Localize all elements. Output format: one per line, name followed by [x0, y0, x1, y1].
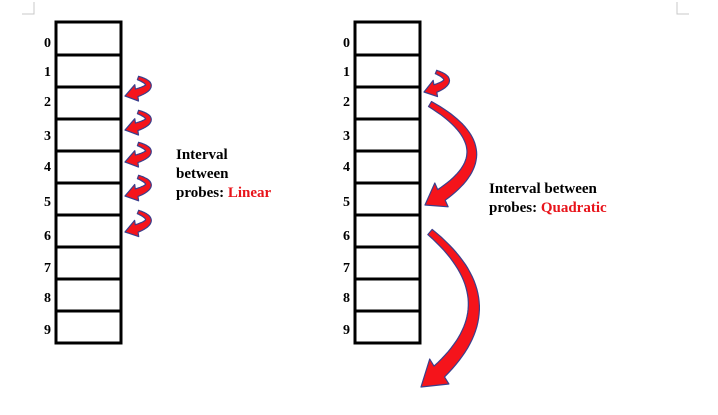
- corner-mark-right: [676, 2, 689, 15]
- right-index-label: 6: [343, 229, 350, 244]
- left-slot-9: [54, 309, 123, 345]
- right-index-label: 1: [343, 65, 350, 80]
- left-index-label: 7: [44, 261, 51, 276]
- linear-arrow-2-3: [124, 109, 152, 136]
- right-index-label: 9: [343, 323, 350, 338]
- right-slot-1: [353, 53, 422, 89]
- linear-caption-line3: probes: Linear: [176, 184, 271, 203]
- quadratic-caption-kind: Quadratic: [540, 200, 607, 216]
- linear-probe-arrows: [124, 75, 152, 238]
- left-slot-8: [54, 277, 123, 313]
- linear-arrow-1-2: [124, 75, 152, 102]
- linear-arrow-4-5: [124, 174, 152, 202]
- quadratic-arrow-1-2: [423, 69, 451, 98]
- quadratic-caption: Interval between probes: Quadratic: [489, 180, 607, 218]
- quadratic-probe-arrows: [420, 69, 480, 388]
- right-index-label: 2: [343, 95, 350, 110]
- left-index-label: 1: [44, 65, 51, 80]
- left-index-label: 9: [44, 323, 51, 338]
- quadratic-caption-prefix: probes:: [489, 200, 541, 216]
- left-slot-2: [54, 85, 123, 121]
- left-index-labels: 0 1 2 3 4 5 6 7 8 9: [44, 36, 51, 338]
- right-slot-6: [353, 213, 422, 249]
- right-index-label: 7: [343, 261, 350, 276]
- right-index-label: 8: [343, 291, 350, 306]
- corner-mark-left: [22, 2, 35, 15]
- left-slot-0: [54, 20, 123, 57]
- left-index-label: 8: [44, 291, 51, 306]
- quadratic-arrow-2-5: [424, 100, 478, 208]
- right-slot-2: [353, 85, 422, 121]
- left-index-label: 3: [44, 129, 51, 144]
- left-index-label: 4: [44, 160, 51, 175]
- left-slot-4: [54, 149, 123, 185]
- right-index-label: 4: [343, 160, 350, 175]
- linear-caption: Interval between probes: Linear: [176, 146, 271, 203]
- right-index-labels: 0 1 2 3 4 5 6 7 8 9: [343, 36, 350, 338]
- right-slot-7: [353, 245, 422, 281]
- right-hash-table: [353, 20, 422, 345]
- right-slot-4: [353, 149, 422, 185]
- linear-caption-prefix: probes:: [176, 185, 228, 201]
- right-slot-8: [353, 277, 422, 313]
- left-slot-1: [54, 53, 123, 89]
- left-slot-6: [54, 213, 123, 249]
- linear-arrow-3-4: [124, 141, 152, 168]
- left-index-label: 0: [44, 36, 51, 51]
- right-slot-3: [353, 117, 422, 153]
- right-index-label: 0: [343, 36, 350, 51]
- left-slot-5: [54, 181, 123, 217]
- right-index-label: 5: [343, 195, 350, 210]
- quadratic-arrow-6-10: [420, 228, 480, 388]
- left-index-label: 6: [44, 229, 51, 244]
- linear-caption-line1: Interval: [176, 147, 228, 163]
- quadratic-caption-line2: probes: Quadratic: [489, 199, 607, 218]
- linear-arrow-5-6: [124, 209, 152, 238]
- left-hash-table: [54, 20, 123, 345]
- quadratic-caption-line1: Interval between: [489, 181, 597, 197]
- left-index-label: 5: [44, 195, 51, 210]
- right-index-label: 3: [343, 129, 350, 144]
- right-slot-5: [353, 181, 422, 217]
- left-index-label: 2: [44, 95, 51, 110]
- linear-caption-line2: between: [176, 166, 229, 182]
- right-slot-0: [353, 20, 422, 57]
- right-slot-9: [353, 309, 422, 345]
- left-slot-3: [54, 117, 123, 153]
- linear-caption-kind: Linear: [227, 185, 272, 201]
- left-slot-7: [54, 245, 123, 281]
